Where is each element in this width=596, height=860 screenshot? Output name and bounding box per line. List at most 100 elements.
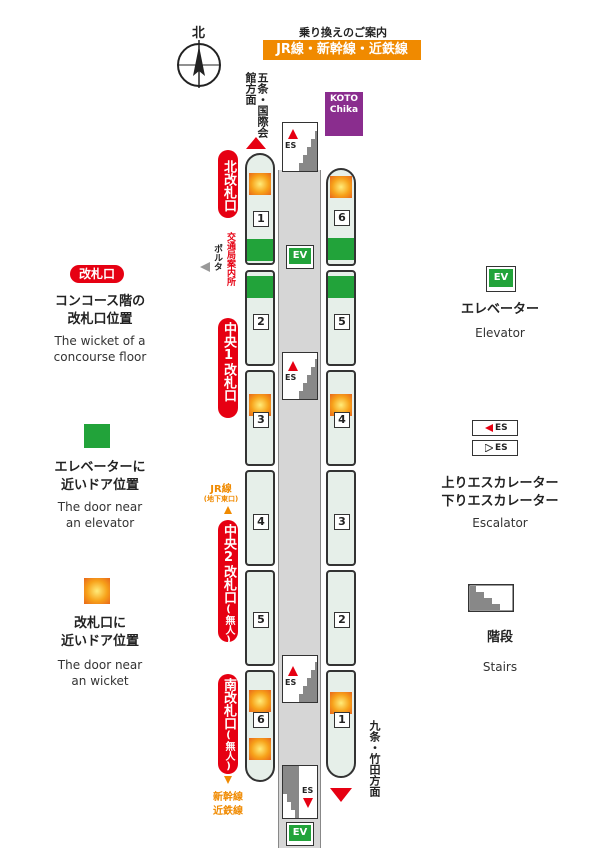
car-number: 3 [334, 514, 350, 530]
ev-label: EV [289, 248, 311, 264]
es-up-text: ES [495, 423, 508, 433]
north-direction-label: 五条・国際会館方面 [244, 72, 269, 138]
elevator-door [247, 239, 273, 261]
car-number: 5 [334, 314, 350, 330]
escalator-south-lower: ES [282, 765, 318, 819]
stairs-legend-title: 階段 [486, 630, 513, 645]
ev-legend-badge: EV [486, 266, 516, 292]
right-car-2: 2 [326, 570, 356, 666]
right-car-6: 6 [326, 168, 356, 266]
gate-legend-badge: 改札口 [70, 265, 124, 283]
jr-line-label: JR線 [210, 484, 232, 495]
compass-icon [177, 40, 221, 88]
escalator-label: ES [285, 373, 297, 382]
right-car-3: 3 [326, 470, 356, 566]
stairs-legend-en: Stairs [482, 660, 518, 674]
car-number: 2 [334, 612, 350, 628]
shinkansen-label: 新幹線 [213, 792, 243, 803]
jr-up-arrow-icon [224, 506, 232, 514]
left-car-4: 4 [245, 470, 275, 566]
gate-legend-title-2: 改札口位置 [67, 312, 133, 327]
car-number: 6 [253, 712, 269, 728]
car-number: 5 [253, 612, 269, 628]
right-car-1: 1 [326, 670, 356, 778]
gate-legend-en-1: The wicket of a [54, 334, 146, 348]
porta-label: ポルタ [212, 244, 222, 271]
escalator-north: ES [282, 122, 318, 172]
ev-badge-text: EV [489, 269, 513, 287]
wicket-door [249, 173, 271, 195]
orange-legend-title-2: 近いドア位置 [60, 634, 139, 649]
elevator-door [328, 238, 354, 260]
info-center-label: 交通局案内所 [225, 232, 235, 286]
green-legend-title-2: 近いドア位置 [60, 478, 139, 493]
es-legend-up: ES [472, 420, 518, 436]
stairs-icon [283, 766, 299, 818]
central1-gate-label: 中央1改札口 [218, 318, 238, 418]
green-legend-title-1: エレベーターに [54, 460, 146, 475]
wicket-door [249, 690, 271, 712]
car-number: 3 [253, 412, 269, 428]
car-number: 4 [334, 412, 350, 428]
north-gate-label: 北改札口 [218, 150, 238, 218]
car-number: 1 [253, 211, 269, 227]
orange-legend-en-2: an wicket [71, 674, 129, 688]
escalator-label: ES [285, 141, 297, 150]
left-car-3: 3 [245, 370, 275, 466]
kintetsu-label: 近鉄線 [213, 806, 243, 817]
transfer-lines-banner: JR線・新幹線・近鉄線 [263, 40, 421, 60]
shinkansen-down-arrow-icon [224, 776, 232, 784]
south-gate-note: (無人) [223, 730, 234, 772]
orange-legend-en-1: The door near [57, 658, 143, 672]
escalator-middle: ES [282, 352, 318, 400]
es-down-text: ES [495, 443, 508, 453]
escalator-south-upper: ES [282, 655, 318, 703]
porta-arrow-icon [200, 262, 210, 272]
ev-legend-title: エレベーター [460, 302, 539, 317]
gate-legend-en-2: concourse floor [53, 350, 147, 364]
elevator-platform-south: EV [286, 822, 314, 846]
central2-gate-label: 中央2改札口 [221, 524, 236, 604]
stairs-icon [299, 662, 317, 702]
central2-gate: 中央2改札口 (無人) [218, 520, 238, 646]
logo-text-1: KOTO [329, 94, 358, 104]
car-number: 4 [253, 514, 269, 530]
orange-door-swatch [84, 578, 110, 604]
es-legend-title-2: 下りエスカレーター [441, 494, 559, 509]
stairs-icon [299, 359, 317, 399]
south-direction-label: 九条・竹田方面 [368, 720, 381, 797]
transfer-guide-label: 乗り換えのご案内 [299, 26, 387, 39]
central2-gate-note: (無人) [223, 604, 234, 646]
escalator-up-arrow-icon [288, 129, 298, 139]
escalator-down-arrow-icon [303, 798, 313, 808]
right-car-4: 4 [326, 370, 356, 466]
green-legend-en-1: The door near [57, 500, 143, 514]
es-legend-down: ES [472, 440, 518, 456]
ev-label: EV [289, 825, 311, 841]
right-car-5: 5 [326, 270, 356, 366]
wicket-door [330, 692, 352, 714]
logo-text-2: Chika [329, 105, 359, 115]
left-car-5: 5 [245, 570, 275, 666]
escalator-label: ES [285, 678, 297, 687]
elevator-door [328, 276, 354, 298]
elevator-platform-north: EV [286, 245, 314, 269]
gate-legend-title-1: コンコース階の [54, 294, 146, 309]
south-gate: 南改札口 (無人) [218, 674, 238, 774]
wicket-door [330, 394, 352, 416]
wicket-door [249, 394, 271, 416]
es-legend-en: Escalator [472, 516, 528, 530]
ev-legend-en: Elevator [475, 326, 525, 340]
stairs-legend-icon [468, 584, 514, 612]
escalator-down-arrow-icon [485, 444, 493, 452]
escalator-up-arrow-icon [288, 361, 298, 371]
green-door-swatch [84, 424, 110, 448]
car-number: 1 [334, 712, 350, 728]
platform [278, 170, 321, 848]
koto-chika-logo: KOTO Chika [325, 92, 363, 136]
elevator-door [247, 276, 273, 298]
left-car-6: 6 [245, 670, 275, 782]
wicket-door [249, 738, 271, 760]
wicket-door [330, 176, 352, 198]
escalator-label: ES [302, 786, 314, 795]
